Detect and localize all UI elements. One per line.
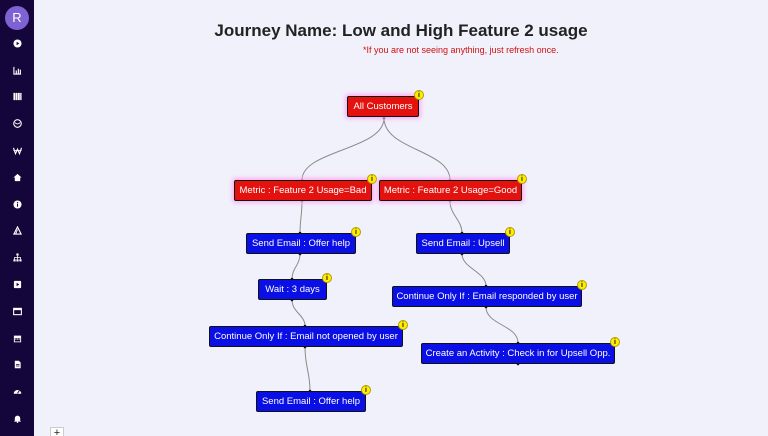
zoom-in-button[interactable]: + — [50, 427, 64, 436]
node-label: Metric : Feature 2 Usage=Good — [383, 185, 518, 196]
play-circle-icon[interactable] — [0, 30, 34, 57]
node-send-email-offer-help-1[interactable]: Send Email : Offer help i — [246, 227, 361, 254]
edge-root-to-bad — [301, 117, 385, 181]
node-send-email-upsell[interactable]: Send Email : Upsell i — [416, 227, 515, 254]
node-all-customers[interactable]: All Customers i — [347, 90, 424, 117]
node-label: Create an Activity : Check in for Upsell… — [425, 348, 611, 359]
info-badge-icon[interactable]: i — [610, 337, 620, 347]
grid-icon[interactable] — [0, 84, 34, 111]
window-icon[interactable] — [0, 298, 34, 325]
info-badge-icon[interactable]: i — [505, 227, 515, 237]
node-continue-email-responded[interactable]: Continue Only If : Email responded by us… — [392, 280, 587, 307]
node-label: Wait : 3 days — [265, 284, 320, 295]
user-avatar[interactable]: R — [5, 6, 29, 30]
edge-root-to-good — [383, 117, 451, 181]
node-wait-3-days[interactable]: Wait : 3 days i — [258, 273, 332, 300]
edge-continue-to-offer2 — [304, 346, 311, 392]
node-continue-email-not-opened[interactable]: Continue Only If : Email not opened by u… — [209, 320, 408, 347]
node-send-email-offer-help-2[interactable]: Send Email : Offer help i — [256, 385, 371, 412]
node-label: All Customers — [353, 101, 413, 112]
edge-upsell-to-continue — [461, 253, 487, 287]
node-create-activity-upsell[interactable]: Create an Activity : Check in for Upsell… — [421, 337, 620, 364]
edge-wait-to-continue — [291, 299, 306, 327]
edge-good-to-upsell — [449, 200, 463, 234]
node-label: Send Email : Offer help — [251, 238, 351, 249]
edge-offer-to-wait — [291, 253, 301, 280]
bell-icon[interactable] — [0, 405, 34, 432]
info-badge-icon[interactable]: i — [517, 174, 527, 184]
page-title: Journey Name: Low and High Feature 2 usa… — [214, 21, 588, 40]
calendar-icon[interactable] — [0, 325, 34, 352]
refresh-hint: *If you are not seeing anything, just re… — [363, 45, 559, 55]
media-icon[interactable] — [0, 271, 34, 298]
info-badge-icon[interactable]: i — [577, 280, 587, 290]
node-label: Send Email : Offer help — [261, 396, 361, 407]
info-icon[interactable] — [0, 191, 34, 218]
w-icon[interactable] — [0, 137, 34, 164]
edge-bad-to-offer — [299, 200, 303, 234]
info-badge-icon[interactable]: i — [351, 227, 361, 237]
scale-icon[interactable] — [0, 218, 34, 245]
info-badge-icon[interactable]: i — [361, 385, 371, 395]
hierarchy-icon[interactable] — [0, 244, 34, 271]
node-metric-good[interactable]: Metric : Feature 2 Usage=Good i — [379, 174, 527, 201]
node-metric-bad[interactable]: Metric : Feature 2 Usage=Bad i — [234, 174, 377, 201]
info-badge-icon[interactable]: i — [367, 174, 377, 184]
home-icon[interactable] — [0, 164, 34, 191]
bar-chart-icon[interactable] — [0, 57, 34, 84]
info-badge-icon[interactable]: i — [414, 90, 424, 100]
info-badge-icon[interactable]: i — [322, 273, 332, 283]
node-label: Continue Only If : Email responded by us… — [396, 291, 578, 302]
node-label: Send Email : Upsell — [421, 238, 505, 249]
dashboard-icon[interactable] — [0, 378, 34, 405]
node-label: Continue Only If : Email not opened by u… — [214, 331, 398, 342]
document-icon[interactable] — [0, 352, 34, 379]
sidebar: R — [0, 0, 34, 436]
node-label: Metric : Feature 2 Usage=Bad — [239, 185, 367, 196]
globe-icon[interactable] — [0, 110, 34, 137]
edge-continue-to-activity — [485, 306, 519, 344]
info-badge-icon[interactable]: i — [398, 320, 408, 330]
